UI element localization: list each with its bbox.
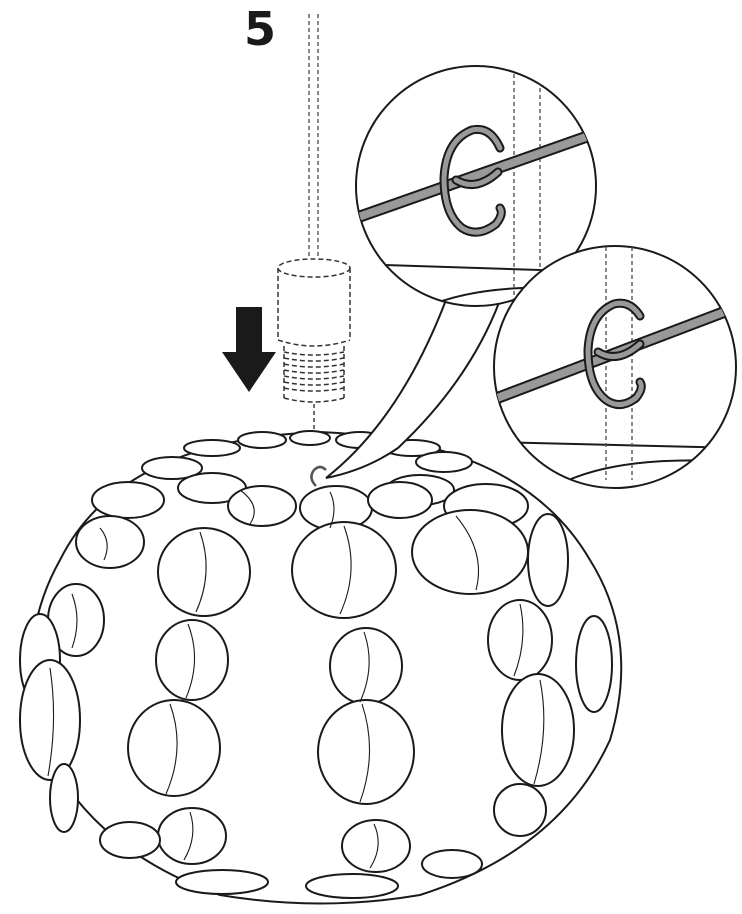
s-hook-icon bbox=[310, 465, 327, 487]
pebble-creases bbox=[47, 489, 545, 869]
lamp-shade bbox=[19, 430, 623, 905]
lamp-holder bbox=[277, 258, 351, 403]
step-number: 5 bbox=[244, 2, 277, 56]
detail-view-after bbox=[493, 245, 737, 489]
down-arrow-icon bbox=[222, 307, 276, 392]
pendant-cable bbox=[308, 14, 319, 262]
detail-view-before bbox=[355, 65, 597, 307]
